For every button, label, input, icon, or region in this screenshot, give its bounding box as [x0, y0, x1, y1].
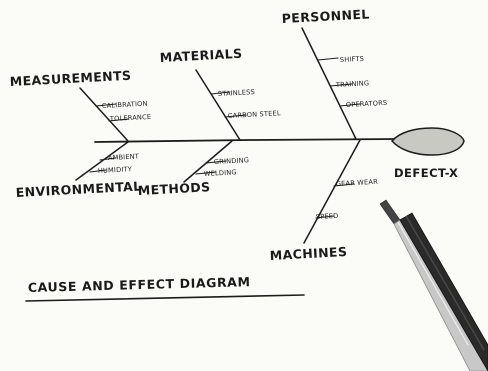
- cause-stainless: STAINLESS: [218, 88, 255, 98]
- category-methods: METHODS: [137, 179, 210, 198]
- cause-tolerance: TOLERANCE: [109, 113, 152, 123]
- cause-training: TRAINING: [335, 79, 370, 89]
- rib-methods: [183, 140, 233, 183]
- cause-grinding: GRINDING: [214, 156, 250, 166]
- cause-gear-wear: GEAR WEAR: [336, 178, 379, 188]
- cause-ambient: AMBIENT: [108, 152, 140, 162]
- rib-machines: [303, 139, 361, 244]
- cause-shifts: SHIFTS: [340, 55, 365, 64]
- rib-environmental: [75, 141, 129, 181]
- title-underline: [25, 294, 305, 302]
- category-personnel: PERSONNEL: [281, 6, 370, 26]
- effect-head: [390, 127, 465, 156]
- pen-icon: [379, 199, 488, 371]
- rib-personnel: [301, 27, 357, 140]
- effect-label: DEFECT-X: [394, 166, 458, 180]
- category-measurements: MEASUREMENTS: [9, 68, 131, 89]
- cause-operators: OPERATORS: [346, 99, 388, 109]
- cause-humidity: HUMIDITY: [98, 165, 133, 175]
- cause-calibration: CALIBRATION: [102, 100, 148, 110]
- diagram-title: CAUSE AND EFFECT DIAGRAM: [28, 274, 251, 295]
- cause-carbon-steel: CARBON STEEL: [228, 109, 281, 120]
- category-machines: MACHINES: [269, 244, 347, 263]
- category-materials: MATERIALS: [159, 46, 242, 65]
- rib-materials: [195, 69, 241, 141]
- cause-speed: SPEED: [316, 212, 339, 221]
- category-environmental: ENVIRONMENTAL: [15, 178, 141, 200]
- spine: [94, 138, 397, 143]
- rib-measurements: [79, 87, 129, 142]
- cause-welding: WELDING: [204, 168, 237, 178]
- cause-ticks: [89, 57, 361, 219]
